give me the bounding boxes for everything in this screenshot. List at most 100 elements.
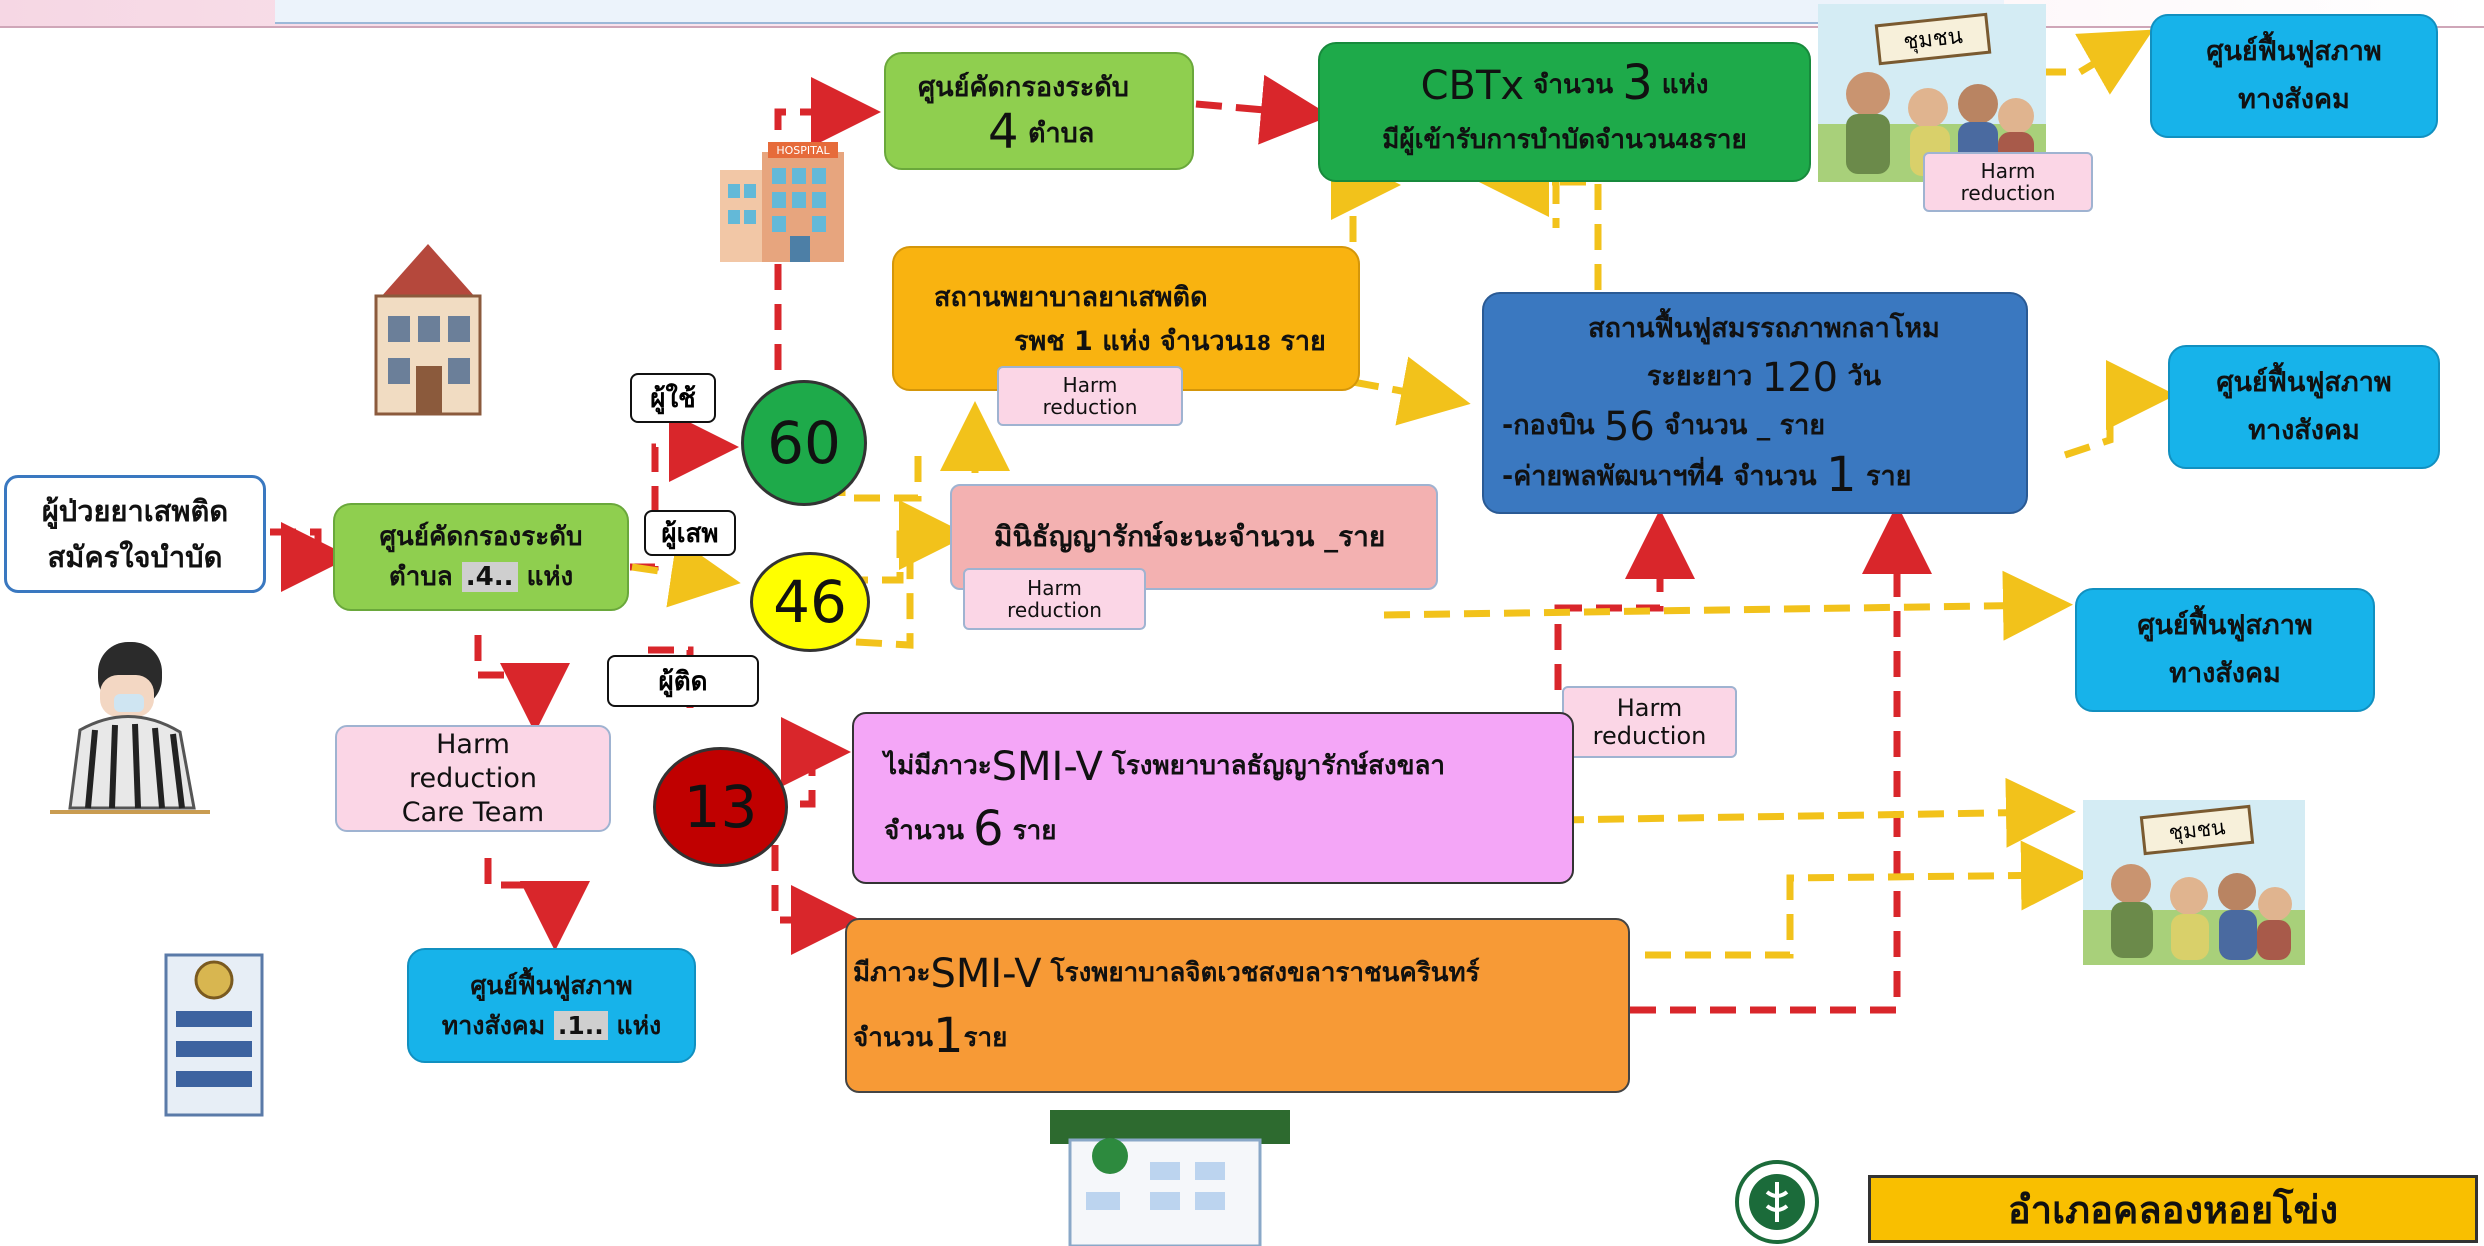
has-smiv-code: SMI-V xyxy=(930,951,1042,997)
harm-tag-hospital: Harm reduction xyxy=(997,366,1183,426)
harm-tag-mid: Harm reduction xyxy=(1562,686,1737,758)
harm-team-line3: Care Team xyxy=(401,796,545,828)
police-building-illustration xyxy=(164,953,264,1117)
social-rehab-right-low-line1: ศูนย์ฟื้นฟูสภาพ xyxy=(2137,610,2313,641)
harm-tag-mid-line1: Harm xyxy=(1616,694,1683,722)
rehab-center-line2-unit: วัน xyxy=(1847,361,1882,392)
screening-center-top-box: ศูนย์คัดกรองระดับ 4 ตำบล xyxy=(884,52,1194,170)
community-illustration-bottom: ชุมชน xyxy=(2083,800,2305,965)
no-smiv-line2-prefix: จำนวน xyxy=(884,815,964,846)
social-rehab-right-top-line2: ทางสังคม xyxy=(2238,84,2350,115)
community-sign-top: ชุมชน xyxy=(1902,24,1964,55)
no-smiv-line2-count: 6 xyxy=(973,800,1004,857)
label-addict: ผู้เสพ xyxy=(644,510,736,556)
has-smiv-line2-prefix: จำนวน xyxy=(853,1023,933,1053)
has-smiv-prefix: มีภาวะ xyxy=(853,958,931,988)
cbtx-count-label: จำนวน xyxy=(1533,70,1614,100)
hospital-bottom-illustration xyxy=(1050,1110,1290,1246)
cbtx-prefix: CBTx xyxy=(1420,63,1525,109)
rehab-center-line4-prefix: -ค่ายพลพัฒนาฯที่4 จำนวน xyxy=(1502,461,1817,492)
harm-tag-mini: Harm reduction xyxy=(963,568,1146,630)
mini-thanyarak-text: มินิธัญญารักษ์จะนะจำนวน _ราย xyxy=(994,520,1386,553)
harm-tag-mid-line2: reduction xyxy=(1592,722,1707,750)
district-office-illustration xyxy=(374,244,482,416)
screening-center-box: ศูนย์คัดกรองระดับ ตำบล .4.. แห่ง xyxy=(333,503,629,611)
hospital-sign: HOSPITAL xyxy=(776,144,830,157)
patient-line2: สมัครใจบำบัด xyxy=(47,540,223,574)
rehab-center-line1: สถานฟื้นฟูสมรรถภาพกลาโหม xyxy=(1588,313,1940,344)
rehab-center-line3-prefix: -กองบิน xyxy=(1502,410,1595,441)
harm-tag-mini-line1: Harm xyxy=(1027,576,1082,600)
rehab-center-line2-prefix: ระยะยาว xyxy=(1646,361,1753,392)
has-smiv-box: มีภาวะSMI-V โรงพยาบาลจิตเวชสงขลาราชนคริน… xyxy=(845,918,1630,1093)
hospital-drug-line2-count: 18 xyxy=(1243,331,1271,355)
harm-tag-top-line1: Harm xyxy=(1980,159,2036,183)
social-rehab-right-mid-line2: ทางสังคม xyxy=(2248,415,2360,446)
hospital-drug-line1: สถานพยาบาลยาเสพติด xyxy=(934,282,1208,313)
harm-tag-top-line2: reduction xyxy=(1960,181,2056,205)
mini-thanyarak-box: มินิธัญญารักษ์จะนะจำนวน _ราย xyxy=(950,484,1438,590)
no-smiv-code: SMI-V xyxy=(991,743,1103,790)
cbtx-count: 3 xyxy=(1622,55,1653,111)
social-rehab-right-mid: ศูนย์ฟื้นฟูสภาพ ทางสังคม xyxy=(2168,345,2440,469)
no-smiv-box: ไม่มีภาวะSMI-V โรงพยาบาลธัญญารักษ์สงขลา … xyxy=(852,712,1574,884)
screening-center-line1: ศูนย์คัดกรองระดับ xyxy=(379,522,583,552)
circle-user-count: 60 xyxy=(741,380,867,506)
harm-tag-hospital-line1: Harm xyxy=(1062,373,1118,397)
patient-illustration xyxy=(50,642,210,814)
rehab-center-box: สถานฟื้นฟูสมรรถภาพกลาโหม ระยะยาว 120 วัน… xyxy=(1482,292,2028,514)
no-smiv-suffix: โรงพยาบาลธัญญารักษ์สงขลา xyxy=(1111,750,1445,781)
social-rehab-right-top: ศูนย์ฟื้นฟูสภาพ ทางสังคม xyxy=(2150,14,2438,138)
hospital-illustration: HOSPITAL xyxy=(720,142,844,262)
social-rehab-left-count: .1.. xyxy=(553,1010,608,1040)
hospital-drug-line2-prefix: รพช 1 แห่ง จำนวน xyxy=(1014,326,1244,357)
no-smiv-prefix: ไม่มีภาวะ xyxy=(884,750,992,781)
social-rehab-left-prefix: ทางสังคม xyxy=(441,1010,546,1040)
screening-center-top-line1: ศูนย์คัดกรองระดับ xyxy=(918,72,1129,103)
ministry-logo xyxy=(1735,1160,1819,1244)
harm-tag-mini-line2: reduction xyxy=(1007,598,1102,622)
no-smiv-line2-unit: ราย xyxy=(1012,815,1057,846)
cbtx-line2: มีผู้เข้ารับการบำบัดจำนวน xyxy=(1382,125,1676,155)
cbtx-box: CBTx จำนวน 3 แห่ง มีผู้เข้ารับการบำบัดจำ… xyxy=(1318,42,1811,182)
rehab-center-line3-count: 56 xyxy=(1603,404,1655,450)
district-name: อำเภอคลองหอยโข่ง xyxy=(2007,1186,2339,1232)
screening-center-prefix: ตำบล xyxy=(388,562,453,592)
cbtx-unit: แห่ง xyxy=(1661,70,1709,100)
rehab-center-line4-unit: ราย xyxy=(1865,461,1912,492)
cbtx-line2-count: 48 xyxy=(1675,129,1703,153)
harm-team-line2: reduction xyxy=(409,762,537,794)
screening-center-top-unit: ตำบล xyxy=(1027,118,1095,149)
harm-care-team-box: Harm reduction Care Team xyxy=(335,725,611,832)
social-rehab-right-mid-line1: ศูนย์ฟื้นฟูสภาพ xyxy=(2216,367,2392,398)
harm-tag-top: Harm reduction xyxy=(1923,152,2093,212)
screening-center-suffix: แห่ง xyxy=(526,562,574,592)
rehab-center-line2-count: 120 xyxy=(1761,355,1839,401)
circle-addict-count: 46 xyxy=(750,552,870,652)
has-smiv-line2-count: 1 xyxy=(932,1008,964,1064)
harm-team-line1: Harm xyxy=(436,728,510,760)
social-rehab-left-suffix: แห่ง xyxy=(616,1010,662,1040)
social-rehab-right-low-line2: ทางสังคม xyxy=(2169,658,2281,689)
has-smiv-suffix: โรงพยาบาลจิตเวชสงขลาราชนครินทร์ xyxy=(1050,958,1480,988)
patient-box: ผู้ป่วยยาเสพติด สมัครใจบำบัด xyxy=(4,475,266,593)
screening-center-count: .4.. xyxy=(461,562,518,592)
label-user: ผู้ใช้ xyxy=(630,373,716,423)
top-banner xyxy=(0,0,2484,28)
hospital-drug-line2-unit: ราย xyxy=(1280,326,1326,357)
harm-tag-hospital-line2: reduction xyxy=(1042,395,1138,419)
social-rehab-left-line1: ศูนย์ฟื้นฟูสภาพ xyxy=(470,970,633,1000)
rehab-center-line4-count: 1 xyxy=(1826,447,1857,503)
screening-center-top-count: 4 xyxy=(988,104,1019,160)
cbtx-line2-unit: ราย xyxy=(1702,125,1747,155)
district-banner: อำเภอคลองหอยโข่ง xyxy=(1868,1175,2478,1243)
has-smiv-line2-unit: ราย xyxy=(963,1023,1008,1053)
social-rehab-right-top-line1: ศูนย์ฟื้นฟูสภาพ xyxy=(2206,36,2382,67)
label-dependent: ผู้ติด xyxy=(607,655,759,707)
patient-line1: ผู้ป่วยยาเสพติด xyxy=(41,494,229,528)
social-rehab-left-box: ศูนย์ฟื้นฟูสภาพ ทางสังคม .1.. แห่ง xyxy=(407,948,696,1063)
social-rehab-right-low: ศูนย์ฟื้นฟูสภาพ ทางสังคม xyxy=(2075,588,2375,712)
rehab-center-line3-suffix: จำนวน _ ราย xyxy=(1664,410,1826,441)
circle-dependent-count: 13 xyxy=(653,747,788,867)
